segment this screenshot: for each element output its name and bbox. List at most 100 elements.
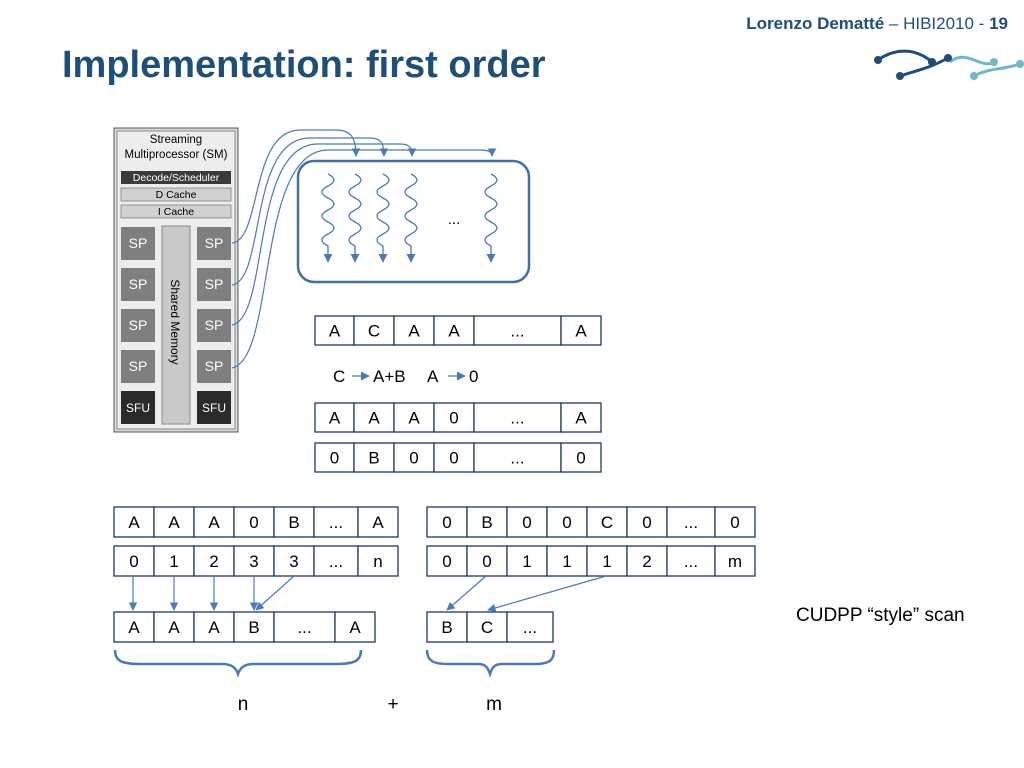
left-brace xyxy=(113,649,363,678)
sp-unit-label: SP xyxy=(205,358,224,374)
bl-top-cell: A xyxy=(128,513,140,532)
row1-cell: C xyxy=(368,322,380,341)
row3-cell: 0 xyxy=(449,449,458,468)
shared-memory-box xyxy=(161,225,191,425)
br-result-cell-box xyxy=(466,611,508,643)
bl-top-cell: 0 xyxy=(249,513,258,532)
bl-result-cell-box xyxy=(273,611,336,643)
header-separator: – xyxy=(884,14,904,33)
br-top-cell: 0 xyxy=(642,513,651,532)
sfu-unit-label: SFU xyxy=(202,401,226,415)
sp-unit-label: SP xyxy=(129,358,148,374)
bl-result-cell: A xyxy=(168,618,180,637)
sp-unit-box xyxy=(121,227,155,260)
bl-index-cell-box xyxy=(313,545,359,577)
bl-top-cell-box xyxy=(193,506,235,538)
thread-lines xyxy=(321,173,498,263)
br-index-cell-box xyxy=(714,545,756,577)
br-index-cell-box xyxy=(666,545,716,577)
br-result-cell-box xyxy=(506,611,554,643)
sfu-unit-label: SFU xyxy=(126,401,150,415)
sp-unit-label: SP xyxy=(129,317,148,333)
br-result-cell: C xyxy=(481,618,493,637)
sp-unit-box xyxy=(121,309,155,342)
bl-result-cell: B xyxy=(248,618,259,637)
decode-scheduler-box xyxy=(121,171,231,184)
bl-result-cell-box xyxy=(113,611,155,643)
row1-cell-box xyxy=(433,315,475,346)
thread-line xyxy=(484,173,498,263)
row2-cell: A xyxy=(368,409,380,428)
author-name: Lorenzo Dematté xyxy=(746,14,885,33)
br-index-cell-box xyxy=(466,545,508,577)
br-top-cell-box xyxy=(714,506,756,538)
bl-result-cell-box xyxy=(193,611,235,643)
bl-index-cell-box xyxy=(233,545,275,577)
sum-n: n xyxy=(238,694,249,715)
br-index-cell-box xyxy=(426,545,468,577)
row2-cell: ... xyxy=(510,409,524,428)
bl-top-cell: ... xyxy=(329,513,343,532)
bl-result-cell: A xyxy=(128,618,140,637)
br-top-cell: B xyxy=(481,513,492,532)
bl-result-cell: A xyxy=(349,618,361,637)
br-result-cell-box xyxy=(426,611,468,643)
br-top-cell-box xyxy=(586,506,628,538)
bl-top-cell-box xyxy=(113,506,155,538)
br-index-cell: 2 xyxy=(642,552,651,571)
row1-cell: A xyxy=(329,322,341,341)
bl-index-cell: n xyxy=(373,552,382,571)
br-result-cell: B xyxy=(441,618,452,637)
br-top-cell: ... xyxy=(684,513,698,532)
row1-cell: ... xyxy=(510,322,524,341)
bl-top-cell: A xyxy=(372,513,384,532)
sm-title-line1: Streaming xyxy=(150,134,202,146)
br-top-cell-box xyxy=(466,506,508,538)
row1-cell-box xyxy=(560,315,602,346)
bl-index-cell: 3 xyxy=(249,552,258,571)
bl-top-cell: A xyxy=(168,513,180,532)
row3-cell-box xyxy=(433,442,475,473)
sp-to-thread-arrows xyxy=(231,129,497,369)
sp-unit-label: SP xyxy=(205,317,224,333)
bottom-left-result-cells: A A A B... A xyxy=(113,611,376,643)
row3-cell: 0 xyxy=(576,449,585,468)
bl-result-cell: A xyxy=(208,618,220,637)
threads-block: ... xyxy=(296,159,531,284)
br-top-cell: C xyxy=(601,513,613,532)
br-index-cell: 1 xyxy=(602,552,611,571)
decode-scheduler-label: Decode/Scheduler xyxy=(133,172,220,184)
row3-cell: ... xyxy=(510,449,524,468)
row3-cell: 0 xyxy=(409,449,418,468)
bl-index-cell: 3 xyxy=(289,552,298,571)
slide-title: Implementation: first order xyxy=(62,44,546,86)
sp-unit-label: SP xyxy=(205,235,224,251)
rule-left-from: C xyxy=(333,367,345,386)
conference-logo xyxy=(874,49,1024,80)
row2-cell: A xyxy=(329,409,341,428)
sum-m: m xyxy=(486,694,502,715)
row3-cell-box xyxy=(353,442,395,473)
thread-line xyxy=(404,173,418,263)
row2-cell-box xyxy=(314,402,355,433)
thread-line xyxy=(321,173,335,263)
bl-result-cell: ... xyxy=(297,618,311,637)
cudpp-scan-label: CUDPP “style” scan xyxy=(796,605,965,626)
row1-cell-box xyxy=(353,315,395,346)
br-index-cell: 0 xyxy=(482,552,491,571)
bl-index-cell: 2 xyxy=(209,552,218,571)
row3-cell: 0 xyxy=(330,449,339,468)
threads-ellipsis: ... xyxy=(448,211,461,228)
bl-top-cell-box xyxy=(313,506,359,538)
bl-index-cell-box xyxy=(357,545,399,577)
br-top-cell: 0 xyxy=(562,513,571,532)
rule-line: C A+B A 0 xyxy=(333,367,478,386)
row2-cell: 0 xyxy=(449,409,458,428)
rule-right-from: A xyxy=(427,367,439,386)
header-author: Lorenzo Dematté – HIBI2010 - 19 xyxy=(746,14,1008,34)
sp-unit-label: SP xyxy=(129,235,148,251)
